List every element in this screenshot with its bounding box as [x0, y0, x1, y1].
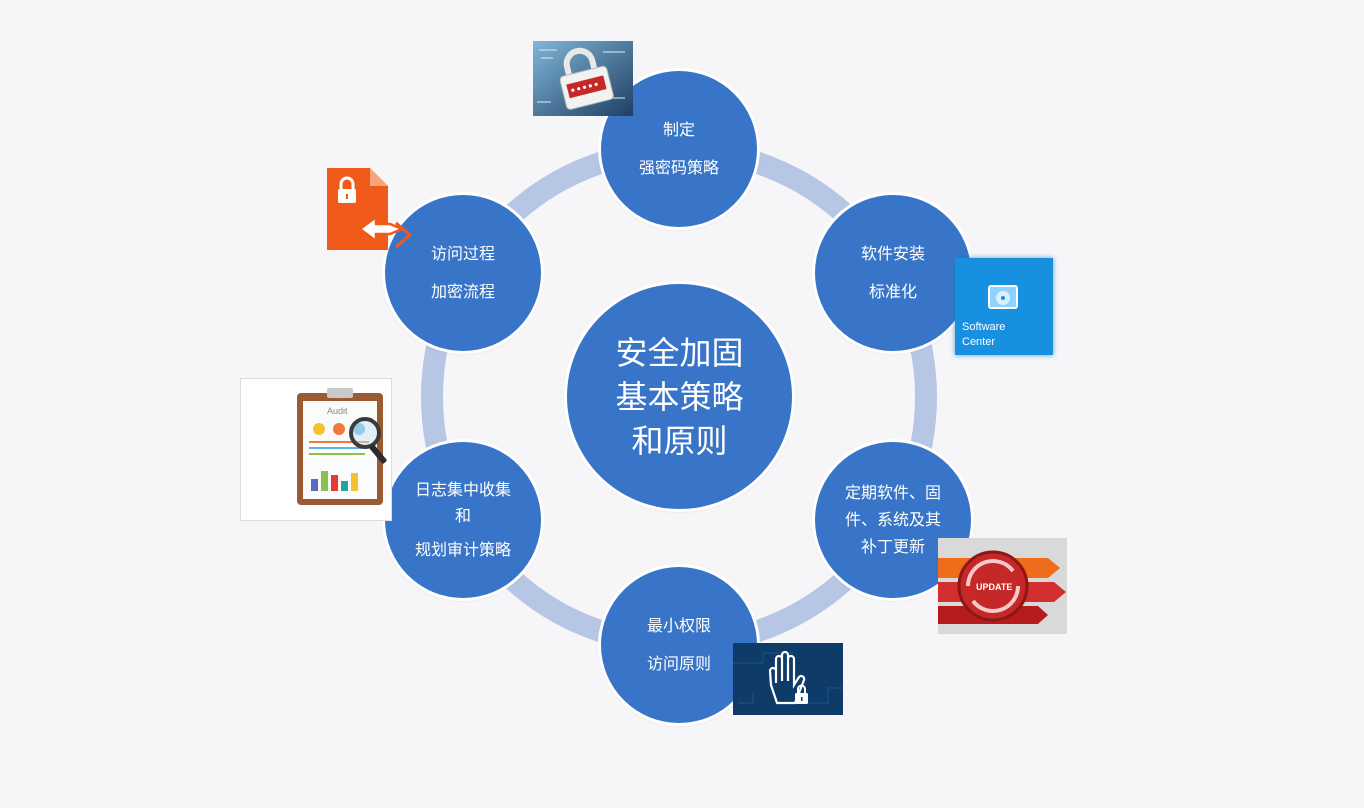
node-patch-update: 定期软件、固 件、系统及其 补丁更新	[815, 442, 971, 598]
audit-label: Audit	[327, 406, 348, 416]
node-least-privilege-line-2: 访问原则	[646, 654, 711, 673]
node-least-privilege-line-1: 最小权限	[646, 616, 711, 635]
node-password-policy-line-2: 强密码策略	[638, 158, 719, 177]
node-least-privilege: 最小权限 访问原则	[601, 567, 757, 723]
node-log-audit: 日志集中收集 和 规划审计策略	[385, 442, 541, 598]
node-password-policy-line-1: 制定	[662, 120, 695, 139]
software-center-line-2: Center	[962, 336, 996, 348]
node-software-install-line-2: 标准化	[868, 282, 917, 301]
node-access-encrypt: 访问过程 加密流程	[385, 195, 541, 351]
node-log-audit-line-1: 日志集中收集	[414, 480, 511, 499]
node-access-encrypt-line-1: 访问过程	[430, 244, 495, 263]
node-patch-update-line-2: 件、系统及其	[844, 510, 941, 529]
center-line-1: 安全加固	[615, 333, 744, 372]
lock-file-image	[326, 167, 416, 251]
node-access-encrypt-line-2: 加密流程	[430, 282, 495, 301]
update-image: UPDATE	[938, 538, 1067, 634]
hand-lock-image	[733, 643, 843, 715]
node-software-install: 软件安装 标准化	[815, 195, 971, 351]
center-node: 安全加固 基本策略 和原则	[567, 284, 792, 509]
software-center-image: Software Center	[955, 258, 1053, 355]
node-software-install-line-1: 软件安装	[860, 244, 925, 263]
padlock-password-image	[533, 41, 633, 116]
update-label: UPDATE	[976, 582, 1012, 592]
audit-clipboard-image: Audit	[240, 378, 392, 521]
center-line-3: 和原则	[631, 421, 728, 460]
software-center-line-1: Software	[962, 321, 1006, 333]
node-patch-update-line-3: 补丁更新	[860, 537, 925, 556]
center-line-2: 基本策略	[615, 377, 744, 416]
node-log-audit-line-3: 规划审计策略	[414, 540, 511, 559]
node-patch-update-line-1: 定期软件、固	[844, 483, 941, 502]
node-log-audit-line-2: 和	[454, 506, 471, 525]
